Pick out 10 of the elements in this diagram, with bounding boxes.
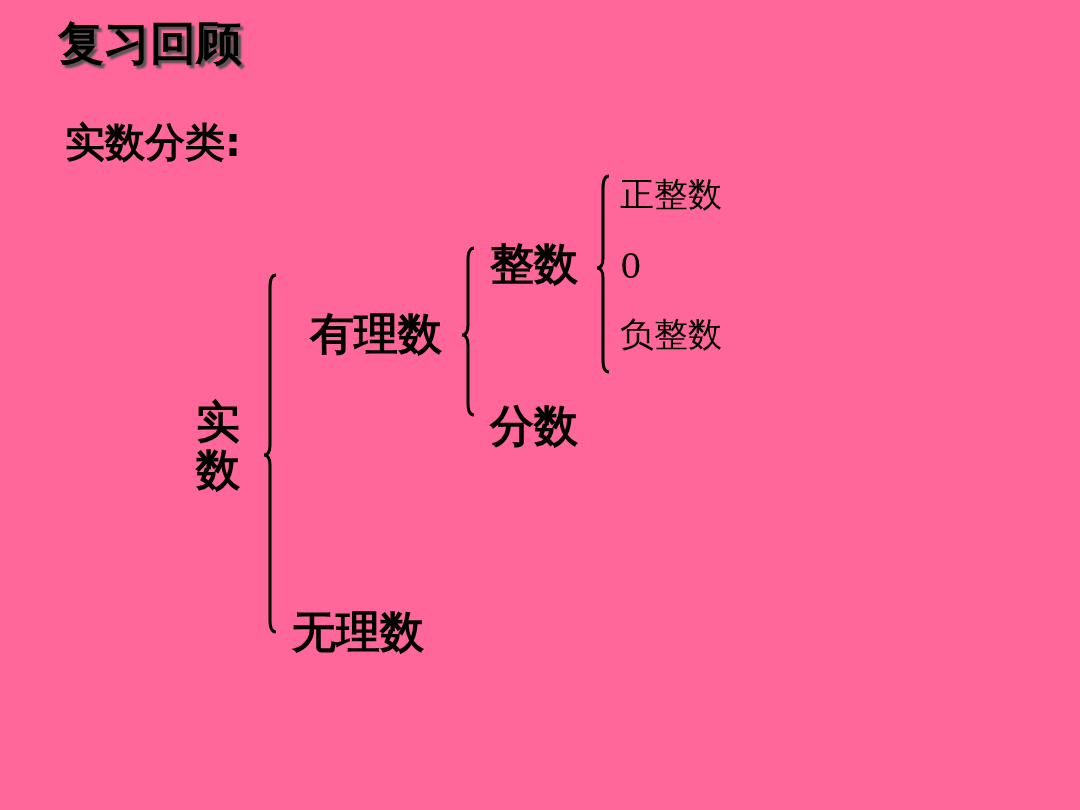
category-label: 0	[620, 248, 642, 286]
category-label: 分数	[490, 402, 578, 451]
category-label: 有理数	[310, 310, 442, 359]
category-label: 正整数	[620, 176, 722, 214]
category-label: 负整数	[620, 316, 722, 354]
category-label: 整数	[490, 240, 578, 289]
category-label: 实数	[196, 398, 240, 495]
section-heading: 实数分类:	[65, 120, 241, 164]
slide-title: 复习回顾	[58, 18, 242, 69]
category-label: 无理数	[292, 608, 424, 657]
